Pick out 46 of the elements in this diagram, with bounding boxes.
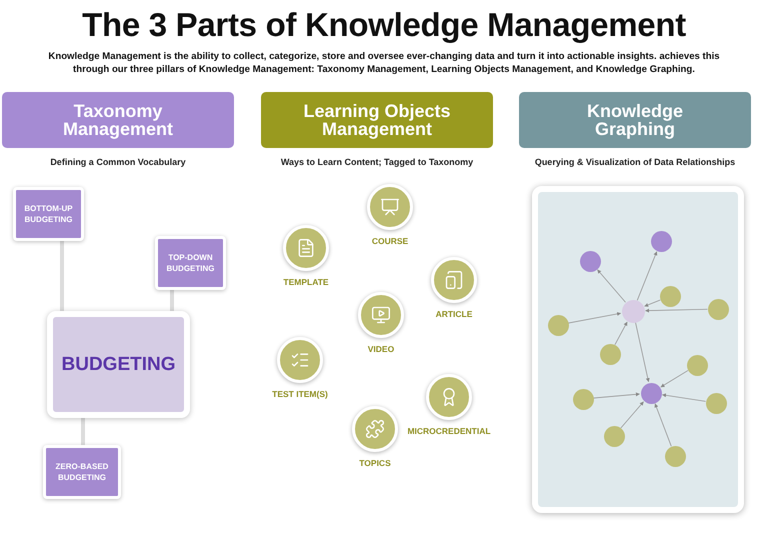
- term-box: BOTTOM-UP BUDGETING: [13, 187, 84, 241]
- graph-node: [686, 354, 708, 376]
- graph-edge: [620, 401, 644, 428]
- graph-node: [664, 446, 686, 466]
- graph-edge: [654, 403, 672, 447]
- term-box: ZERO-BASED BUDGETING: [43, 445, 121, 499]
- graph-node: [580, 250, 600, 272]
- term-box: TOP-DOWN BUDGETING: [155, 236, 226, 290]
- column-subtitle: Defining a Common Vocabulary: [49, 157, 187, 167]
- content-type-label: TEMPLATE: [283, 277, 329, 287]
- graph-node: [604, 426, 624, 446]
- connector-line: [60, 241, 64, 311]
- content-type-label: COURSE: [372, 236, 408, 246]
- graph-edge: [636, 251, 658, 301]
- graph-edge: [597, 269, 626, 303]
- intro-paragraph: Knowledge Management is the ability to collect, categorize, store and oversee ever-changing data and turn it into actionable insights. achieves this through our three pillars of Knowledge Management: Taxonomy Management, Learning Objects Management, and Knowledge Graphing.: [47, 50, 721, 76]
- connector-line: [170, 290, 174, 311]
- graph-edge: [614, 322, 628, 346]
- content-type-label: VIDEO: [368, 344, 394, 354]
- graph-edge: [662, 393, 706, 402]
- graph-node: [650, 230, 672, 252]
- graph-node: [600, 344, 620, 364]
- column-subtitle: Ways to Learn Content; Tagged to Taxonomy: [280, 157, 474, 167]
- graph-node: [640, 382, 662, 404]
- graph-edge: [593, 392, 640, 398]
- connector-line: [81, 418, 85, 445]
- column-header: Knowledge Graphing: [519, 92, 751, 148]
- content-type-label: ARTICLE: [436, 309, 472, 319]
- graph-node: [706, 392, 726, 414]
- graph-node: [660, 286, 680, 306]
- column-subtitle: Querying & Visualization of Data Relationships: [534, 157, 736, 167]
- graph-node: [708, 298, 728, 320]
- graph-node: [572, 388, 594, 410]
- graph-edge: [635, 322, 650, 382]
- graph-edge: [644, 300, 661, 307]
- graph-edge: [660, 370, 688, 388]
- page-title: The 3 Parts of Knowledge Management: [81, 6, 687, 44]
- content-type-label: MICROCREDENTIAL: [407, 426, 491, 436]
- graph-edge: [568, 312, 622, 324]
- column-header: Learning Objects Management: [261, 92, 493, 148]
- graph-node: [622, 300, 644, 322]
- graph-node: [548, 314, 568, 336]
- column-header: Taxonomy Management: [2, 92, 234, 148]
- graph-edge: [645, 308, 708, 313]
- content-type-label: TEST ITEM(S): [272, 389, 328, 399]
- content-type-label: TOPICS: [359, 458, 391, 468]
